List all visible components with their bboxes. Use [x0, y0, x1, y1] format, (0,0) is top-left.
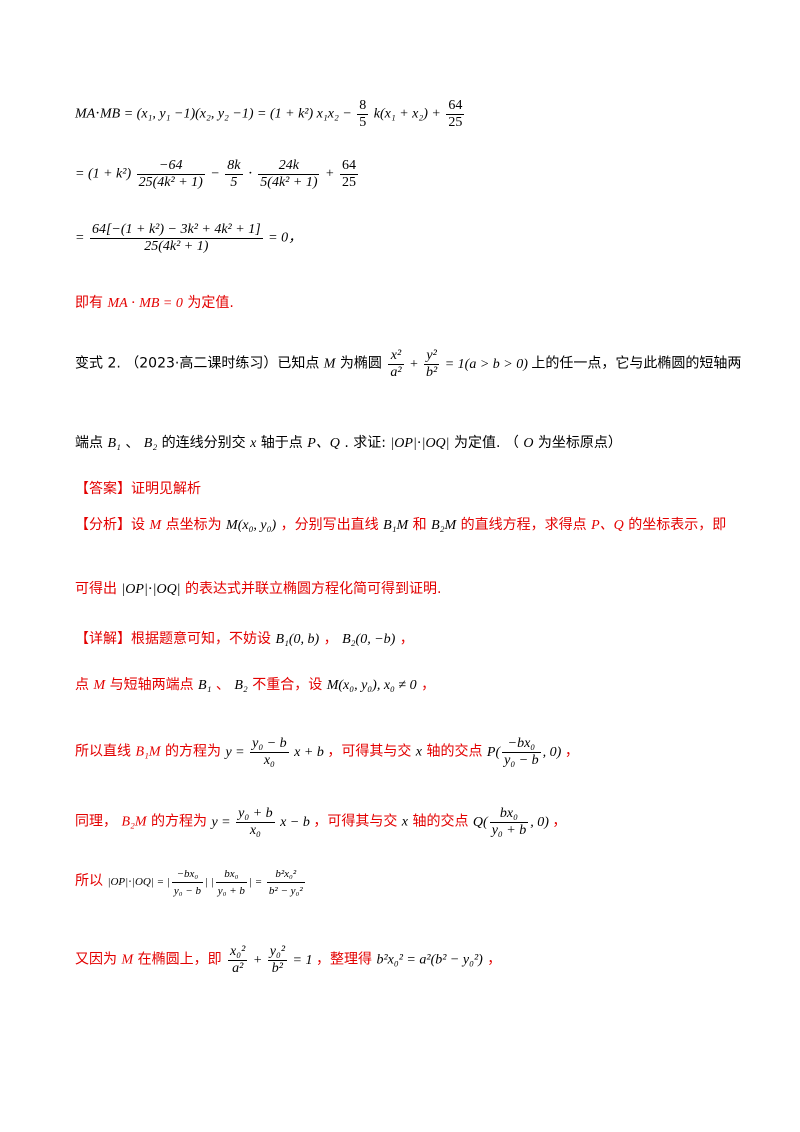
- math-var: B₂M: [121, 814, 147, 830]
- problem-text: 为坐标原点）: [537, 435, 622, 451]
- math-var: x: [250, 436, 257, 451]
- math-var: M: [149, 518, 162, 533]
- math-var: B₂: [143, 436, 158, 451]
- formula-line-1: MA⋅MB = (x₁, y₁ −1)(x₂, y₂ −1) = (1 + k²…: [75, 98, 466, 131]
- text: 即有: [75, 295, 103, 311]
- math-var: B₂: [234, 678, 248, 693]
- expression: k(x₁ + x₂) +: [373, 106, 441, 122]
- math-var: P、Q: [307, 436, 340, 451]
- math-var: B₁: [107, 436, 121, 451]
- problem-line-2: 端点 B₁ 、 B₂ 的连线分别交 x 轴于点 P、Q . 求证: |OP|⋅|…: [75, 435, 622, 451]
- text: 为定值.: [187, 295, 234, 311]
- problem-text: 的连线分别交: [161, 435, 246, 451]
- math-var: M: [323, 356, 336, 372]
- math-var: M: [121, 952, 134, 968]
- operator: +: [324, 166, 335, 182]
- math-expression: B₁(0, b): [275, 632, 320, 647]
- math-expression: M(x₀, y₀): [226, 518, 277, 533]
- math-expression: b²x₀² = a²(b² − y₀²): [376, 952, 483, 968]
- math-var: x: [401, 814, 408, 830]
- math-expression: |OP|⋅|OQ|: [390, 436, 450, 451]
- operator: ⋅: [248, 166, 253, 182]
- detail-line-1: 【详解】根据题意可知，不妨设 B₁(0, b) ， B₂(0, −b) ，: [75, 631, 414, 647]
- detail-line-2: 点 M 与短轴两端点 B₁ 、 B₂ 不重合，设 M(x₀, y₀), x₀ ≠…: [75, 677, 436, 693]
- expression: = 0: [268, 230, 289, 246]
- problem-text: 端点: [75, 435, 103, 451]
- problem-text: . 求证:: [344, 435, 386, 451]
- dot-product-expansion: MA⋅MB = (x₁, y₁ −1)(x₂, y₂ −1) = (1 + k²…: [75, 106, 352, 122]
- problem-text: 上的任一点，它与此椭圆的短轴两: [531, 355, 742, 372]
- analysis-line-1: 【分析】设 M 点坐标为 M(x₀, y₀) ，分别写出直线 B₁M 和 B₂M…: [75, 517, 727, 533]
- math-var: B₁: [198, 678, 212, 693]
- math-expression: |OP|⋅|OQ|: [121, 582, 181, 597]
- math-expression: B₂(0, −b): [342, 632, 396, 647]
- problem-text: 为椭圆: [339, 355, 382, 372]
- problem-text: 轴于点: [260, 435, 303, 451]
- analysis-line-2: 可得出 |OP|⋅|OQ| 的表达式并联立椭圆方程化简可得到证明.: [75, 581, 442, 597]
- math-var: P、Q: [591, 518, 624, 533]
- math-expression: M(x₀, y₀), x₀ ≠ 0: [326, 678, 417, 693]
- operator: =: [75, 230, 85, 246]
- math-var: O: [523, 436, 534, 451]
- problem-text: 为定值. （: [453, 435, 519, 451]
- dot-product-formula: MA ⋅ MB = 0: [107, 296, 183, 311]
- expression: = (1 + k²): [75, 166, 132, 182]
- problem-text: 变式 2. （2023·高二课时练习）已知点: [75, 355, 320, 372]
- math-var: B₁M: [383, 518, 409, 533]
- operator: −: [210, 166, 220, 182]
- conclusion-line: 即有 MA ⋅ MB = 0 为定值.: [75, 292, 234, 312]
- punctuation: ，: [288, 229, 303, 246]
- answer-label: 【答案】证明见解析: [75, 481, 201, 497]
- math-var: x: [415, 744, 422, 760]
- math-var: B₁M: [135, 744, 161, 760]
- math-var: M: [93, 678, 106, 693]
- formula-line-3: = 64[−(1 + k²) − 3k² + 4k² + 1]25(4k² + …: [75, 222, 302, 255]
- math-var: B₂M: [431, 518, 457, 533]
- fraction: 64[−(1 + k²) − 3k² + 4k² + 1]25(4k² + 1): [89, 222, 263, 254]
